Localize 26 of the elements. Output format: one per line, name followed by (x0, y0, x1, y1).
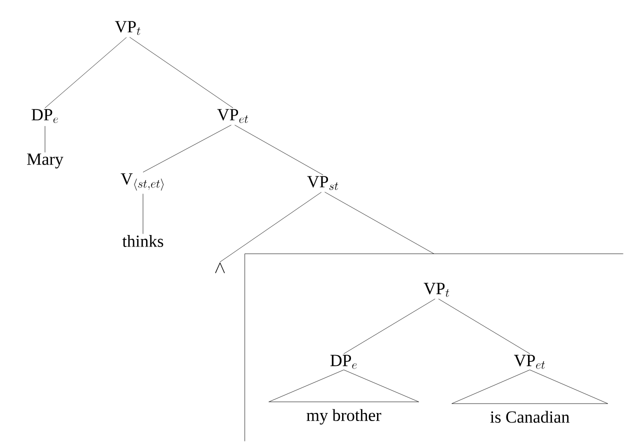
word-label: my brother (306, 409, 382, 425)
branch-line (344, 298, 436, 354)
category-label: $\mathrm{VP}_{et}$ (514, 354, 545, 369)
category-label: $\mathrm{DP}_{e}$ (32, 109, 58, 123)
frame-box (244, 254, 624, 442)
word-label: is Canadian (490, 410, 570, 423)
triangle-edge (268, 370, 419, 402)
category-label: $\mathrm{VP}_{t}$ (424, 282, 450, 297)
branch-line (220, 192, 322, 262)
category-label: $\mathrm{VP}_{et}$ (217, 109, 248, 123)
branch-line (129, 36, 234, 108)
branch-line (142, 194, 144, 234)
category-label: $\mathrm{VP}_{t}$ (114, 21, 140, 35)
branch-line (234, 124, 324, 176)
triangle-edge (452, 370, 608, 404)
caret-symbol: $\wedge$ (215, 262, 225, 274)
word-label: thinks (122, 235, 164, 247)
category-label: $\mathrm{V}_{\langle st,et\rangle}$ (120, 173, 164, 191)
branch-line (44, 37, 127, 108)
branch-line (438, 298, 530, 354)
branch-line (142, 124, 232, 172)
branch-line (44, 126, 46, 153)
category-label: $\mathrm{DP}_{e}$ (330, 354, 357, 369)
category-label: $\mathrm{VP}_{st}$ (307, 176, 338, 190)
branch-line (324, 192, 434, 254)
word-label: Mary (27, 154, 64, 168)
